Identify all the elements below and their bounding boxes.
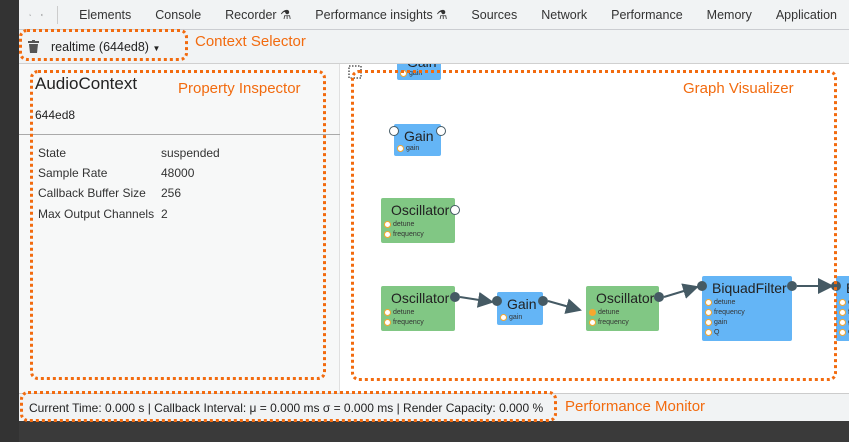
prop-label: Callback Buffer Size (38, 186, 146, 200)
tab-performance[interactable]: Performance (611, 7, 683, 22)
prop-label: Sample Rate (38, 166, 108, 180)
node-title: Oscillator (596, 290, 655, 306)
tab-network[interactable]: Network (541, 7, 588, 22)
output-port[interactable] (450, 205, 460, 215)
graph-edges (348, 65, 834, 314)
annotation-label-monitor: Performance Monitor (565, 398, 706, 415)
left-strip (0, 0, 19, 442)
node-param: frequency (705, 309, 745, 316)
tab-recorder[interactable]: Recorder ⚗ (213, 7, 303, 22)
node-param: detune (383, 309, 415, 316)
property-inspector: AudioContext 644ed8 State suspended Samp… (19, 64, 340, 393)
trash-icon[interactable] (28, 40, 39, 53)
output-port[interactable] (436, 126, 446, 136)
edge (663, 283, 699, 299)
node-title: Gain (407, 64, 437, 70)
prop-label: Max Output Channels (38, 207, 155, 221)
graph-node-oscillator[interactable]: Oscillator detune frequency (381, 198, 455, 243)
node-param: frequency (384, 231, 424, 238)
node-param: gain (396, 145, 420, 152)
prop-label: State (38, 146, 67, 160)
divider (19, 134, 340, 135)
output-port[interactable] (654, 292, 664, 302)
tab-console[interactable]: Console (155, 7, 202, 22)
devtools-toolbar: Elements Console Recorder ⚗ Performance … (19, 0, 849, 30)
prop-value: suspended (161, 146, 220, 160)
flask-icon: ⚗ (436, 8, 448, 22)
graph-node-gain[interactable]: Gain gain (497, 292, 543, 325)
output-port[interactable] (787, 281, 797, 291)
node-param: detune (588, 309, 620, 316)
node-title: BiquadFilter (712, 280, 787, 296)
node-param: gain (704, 319, 728, 326)
prop-value: 2 (161, 207, 168, 221)
tab-label: Recorder (225, 8, 277, 22)
annotation-box-context (19, 29, 188, 61)
edge (547, 298, 582, 314)
context-selected-value: realtime (644ed8) (51, 39, 149, 54)
node-title: Gain (507, 296, 537, 312)
flask-icon: ⚗ (280, 8, 292, 22)
tab-sources[interactable]: Sources (471, 7, 518, 22)
node-title: Oscillator (391, 202, 450, 218)
tab-label: Performance insights (315, 8, 433, 22)
prop-value: 48000 (161, 166, 195, 180)
input-port[interactable] (697, 281, 707, 291)
tab-elements[interactable]: Elements (79, 7, 132, 22)
tab-memory[interactable]: Memory (706, 7, 752, 22)
graph-node-oscillator[interactable]: Oscillator detune frequency (381, 286, 455, 331)
annotation-box-monitor (20, 391, 557, 422)
tab-application[interactable]: Application (775, 7, 837, 22)
node-title: B (846, 280, 849, 296)
node-title: Gain (404, 128, 434, 144)
node-title: Oscillator (391, 290, 450, 306)
performance-monitor: Current Time: 0.000 s | Callback Interva… (19, 393, 849, 421)
inspect-element-icon[interactable] (29, 8, 31, 22)
graph-visualizer[interactable]: Gain gain Gain gain Oscillator detune fr… (340, 64, 849, 393)
input-port[interactable] (389, 126, 399, 136)
graph-node-biquadfilter[interactable]: BiquadFilter detune frequency gain Q (702, 276, 792, 341)
annotation-label-graph: Graph Visualizer (683, 80, 794, 97)
graph-node-gain[interactable]: Gain gain (394, 124, 441, 156)
node-param: frequency (384, 319, 424, 326)
node-param: frequency (589, 319, 629, 326)
prop-value: 256 (161, 186, 182, 200)
device-toolbar-icon[interactable] (41, 8, 43, 22)
node-param: gain (499, 314, 523, 321)
status-text: Current Time: 0.000 s | Callback Interva… (29, 400, 544, 415)
inspector-title: AudioContext (35, 74, 138, 93)
output-port[interactable] (450, 292, 460, 302)
node-param: Q (704, 329, 720, 336)
node-param: detune (383, 221, 415, 228)
context-id: 644ed8 (35, 108, 76, 122)
tab-performance-insights[interactable]: Performance insights ⚗ (303, 7, 459, 22)
output-port[interactable] (538, 296, 548, 306)
annotation-label-inspector: Property Inspector (178, 80, 301, 97)
node-param: detune (704, 299, 736, 306)
annotation-box-graph (351, 70, 837, 381)
context-selector[interactable]: realtime (644ed8) ▼ (51, 40, 160, 54)
annotation-label-context: Context Selector (195, 33, 306, 50)
graph-node-oscillator[interactable]: Oscillator detune frequency (586, 286, 659, 331)
input-port[interactable] (492, 296, 502, 306)
caret-down-icon: ▼ (152, 43, 161, 53)
edge (459, 291, 494, 308)
annotation-box-inspector (30, 70, 326, 380)
